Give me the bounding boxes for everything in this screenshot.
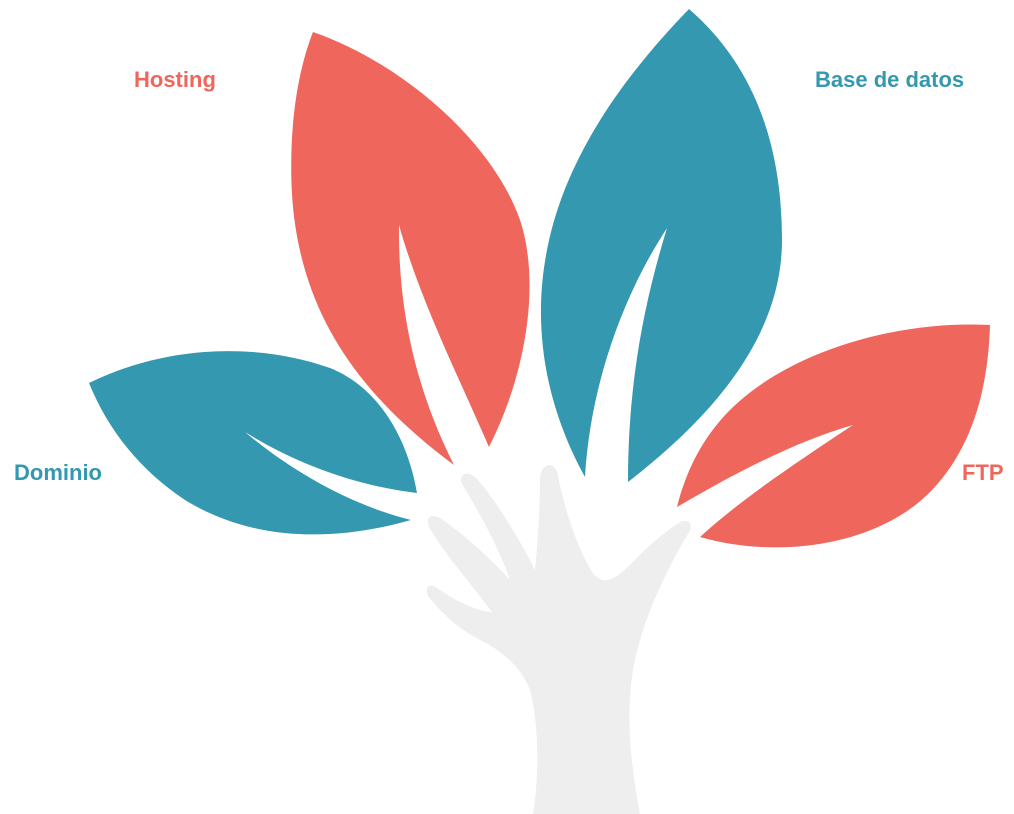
label-hosting[interactable]: Hosting [134,69,216,91]
trunk-shape [427,465,691,814]
label-ftp[interactable]: FTP [962,462,1004,484]
label-database[interactable]: Base de datos [815,69,964,91]
label-domain[interactable]: Dominio [14,462,102,484]
hand-trunk [427,465,691,814]
